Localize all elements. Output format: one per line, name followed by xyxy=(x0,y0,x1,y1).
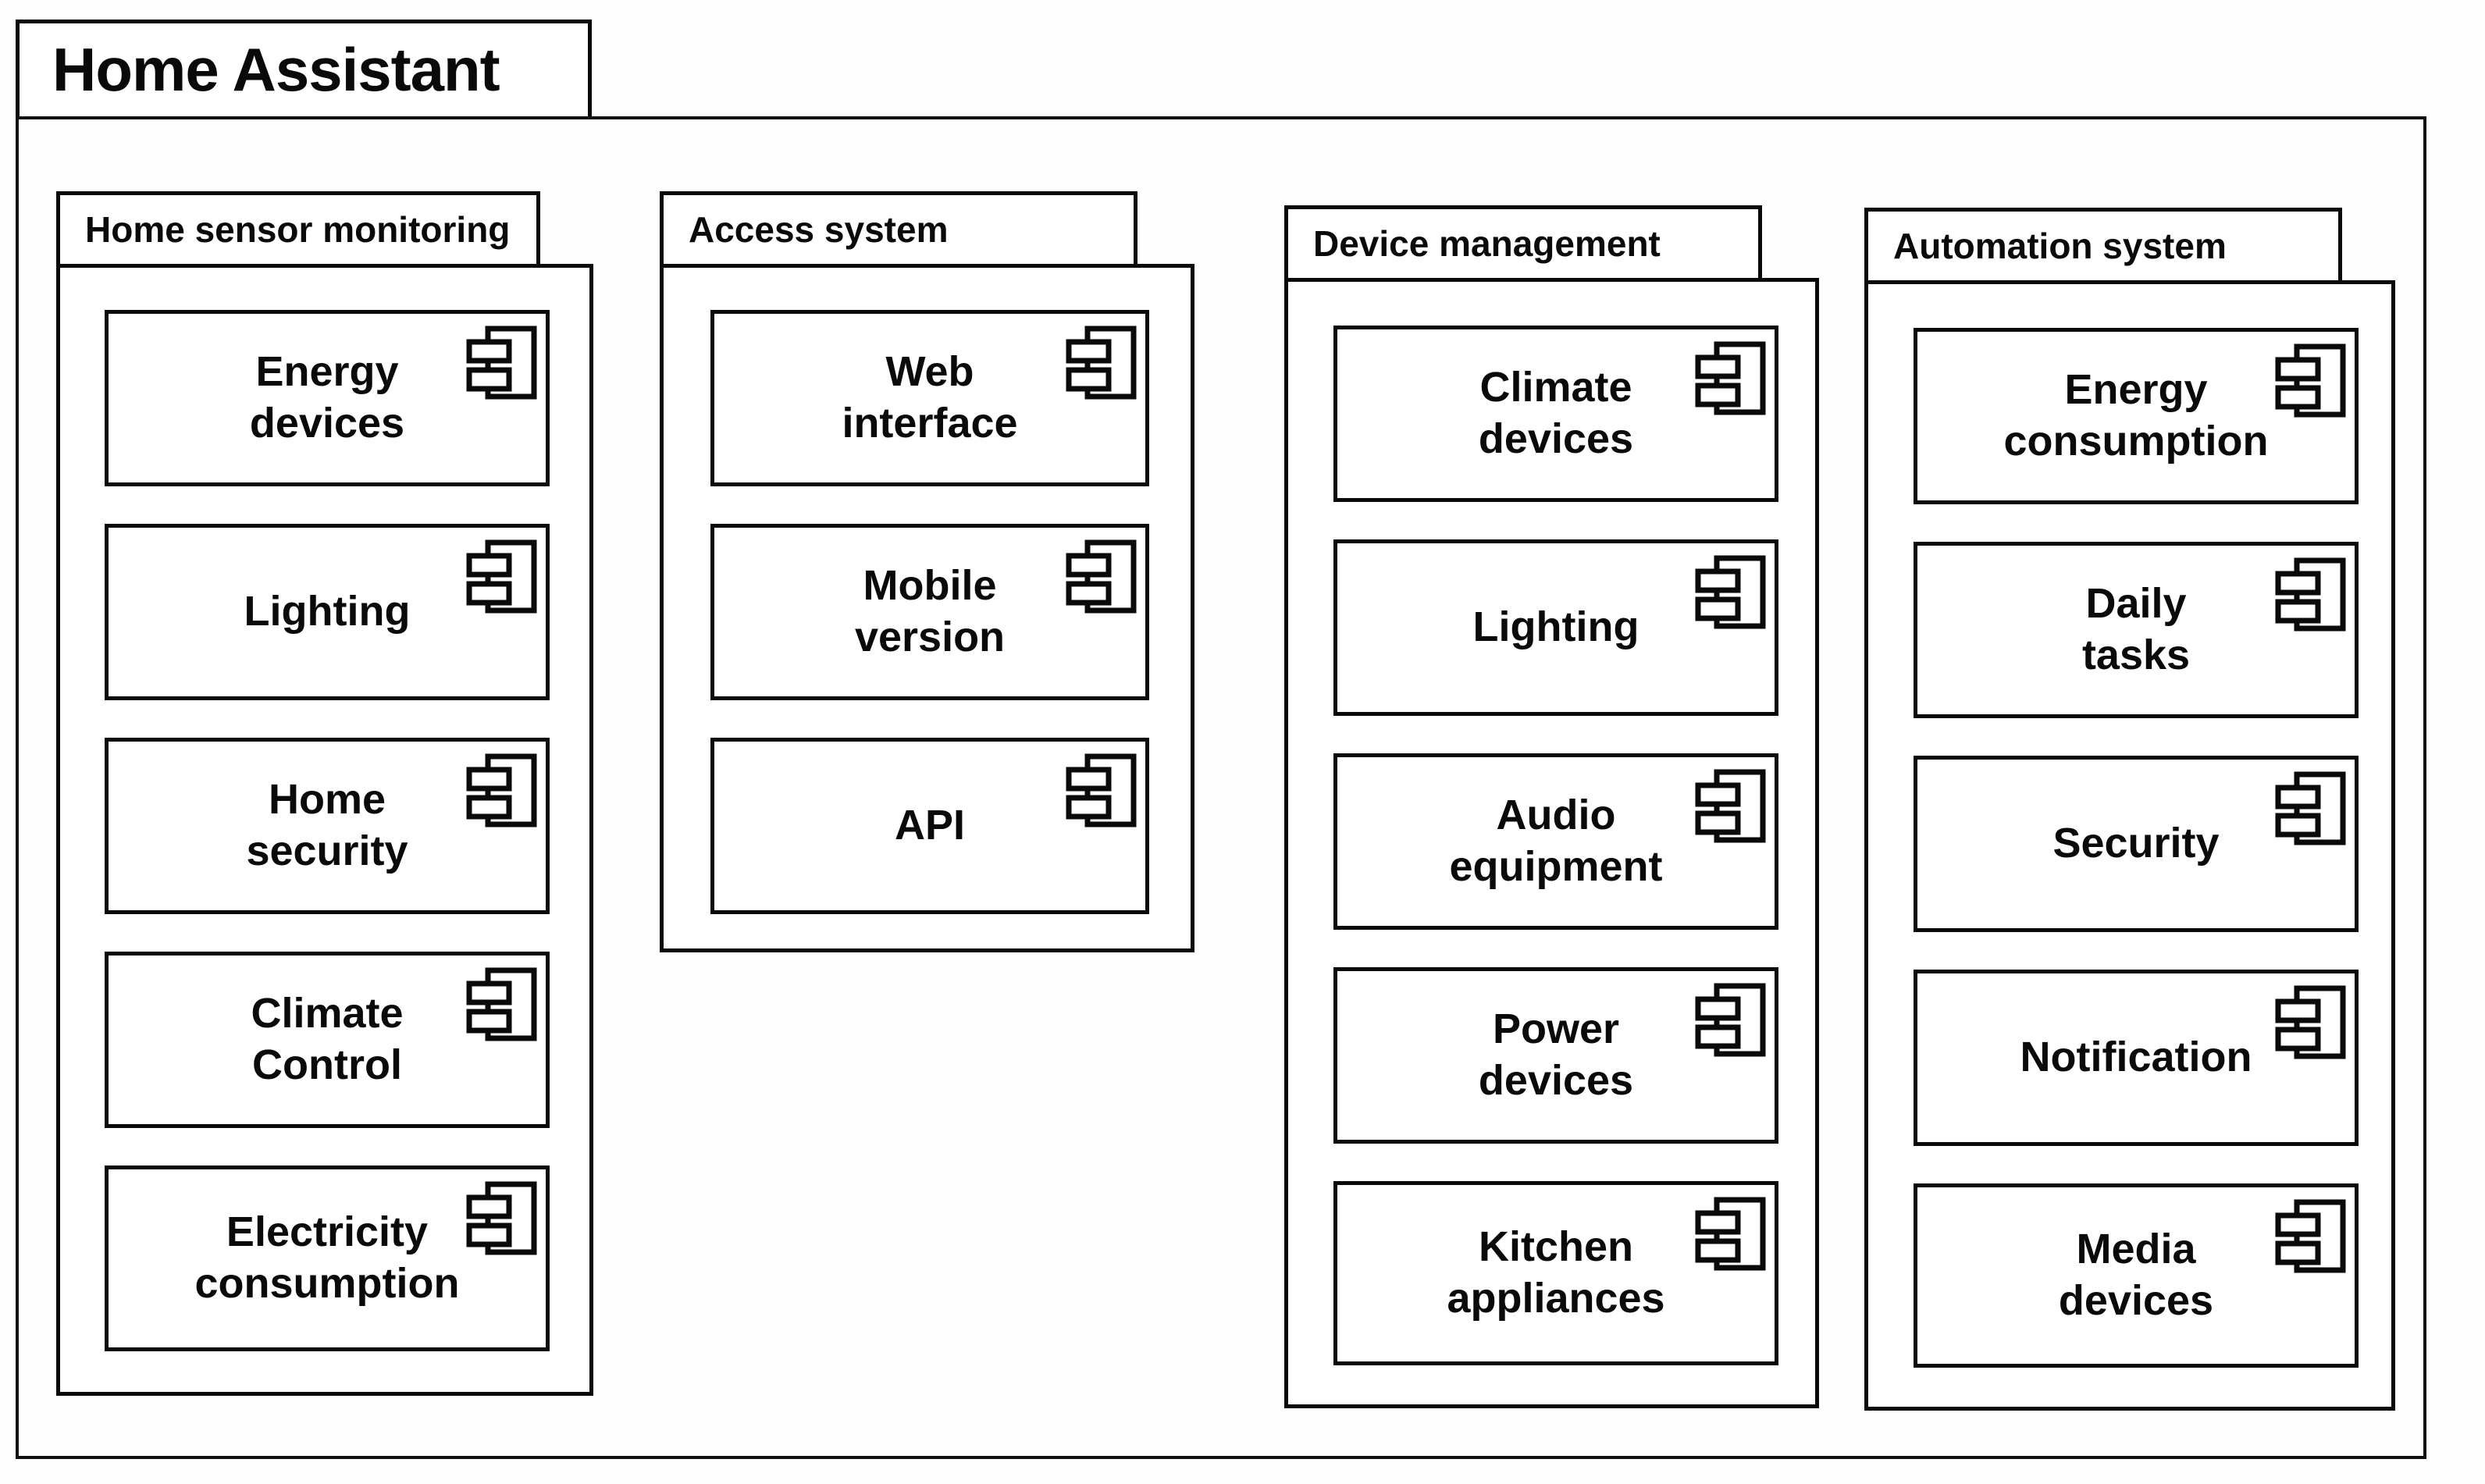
component-label: Daily tasks xyxy=(2081,580,2191,678)
package-label: Home sensor monitoring xyxy=(85,209,511,250)
component-label: Home security xyxy=(246,776,408,874)
component-label: Media devices xyxy=(2058,1226,2214,1324)
package-body-device-management: Climate devices Lighting Audio equipment… xyxy=(1284,278,1819,1408)
component-label: Electricity consumption xyxy=(194,1208,460,1307)
component-label: Power devices xyxy=(1478,1005,1634,1104)
component-kitchen-appliances: Kitchen appliances xyxy=(1333,1181,1778,1365)
component-daily-tasks: Daily tasks xyxy=(1914,542,2359,718)
uml-component-icon xyxy=(1066,326,1137,400)
component-label: Energy devices xyxy=(249,348,405,447)
uml-component-icon xyxy=(466,539,537,614)
uml-component-icon xyxy=(1695,983,1766,1057)
component-home-security: Home security xyxy=(105,738,550,914)
uml-component-icon xyxy=(2275,343,2346,418)
component-label: Lighting xyxy=(244,588,411,635)
uml-component-icon xyxy=(466,967,537,1041)
component-label: Energy consumption xyxy=(2003,366,2269,464)
package-body-home-sensor-monitoring: Energy devices Lighting Home security Cl… xyxy=(56,264,593,1396)
uml-component-icon xyxy=(2275,557,2346,632)
component-label: Mobile version xyxy=(854,562,1006,660)
package-tab-automation-system: Automation system xyxy=(1864,208,2342,280)
package-tab-home-sensor-monitoring: Home sensor monitoring xyxy=(56,191,540,264)
component-security: Security xyxy=(1914,756,2359,932)
package-tab-device-management: Device management xyxy=(1284,205,1762,278)
component-lighting: Lighting xyxy=(105,524,550,700)
component-label: API xyxy=(894,802,966,849)
package-tab-access-system: Access system xyxy=(660,191,1137,264)
component-api: API xyxy=(710,738,1149,914)
uml-component-icon xyxy=(2275,985,2346,1059)
component-energy-consumption: Energy consumption xyxy=(1914,328,2359,504)
component-label: Climate Control xyxy=(251,990,404,1088)
page-title: Home Assistant xyxy=(52,35,500,104)
diagram-title-tab: Home Assistant xyxy=(16,20,592,116)
diagram-frame xyxy=(16,116,2426,1459)
uml-component-icon xyxy=(2275,771,2346,845)
uml-component-icon xyxy=(1695,1197,1766,1271)
component-label: Notification xyxy=(2020,1034,2252,1081)
package-body-access-system: Web interface Mobile version API xyxy=(660,264,1194,952)
package-label: Access system xyxy=(689,209,949,250)
component-label: Climate devices xyxy=(1478,364,1634,462)
component-electricity-consumption: Electricity consumption xyxy=(105,1165,550,1351)
component-label: Lighting xyxy=(1472,603,1639,651)
uml-component-icon xyxy=(1695,341,1766,415)
component-label: Web interface xyxy=(842,348,1018,447)
uml-component-icon xyxy=(1695,555,1766,629)
uml-component-icon xyxy=(466,1181,537,1255)
uml-component-icon xyxy=(1695,769,1766,843)
component-notification: Notification xyxy=(1914,970,2359,1146)
component-media-devices: Media devices xyxy=(1914,1183,2359,1368)
package-label: Automation system xyxy=(1893,226,2227,266)
component-label: Kitchen appliances xyxy=(1447,1223,1665,1322)
component-climate-devices: Climate devices xyxy=(1333,326,1778,502)
uml-component-icon xyxy=(466,753,537,827)
component-power-devices: Power devices xyxy=(1333,967,1778,1144)
component-mobile-version: Mobile version xyxy=(710,524,1149,700)
uml-component-icon xyxy=(1066,539,1137,614)
component-web-interface: Web interface xyxy=(710,310,1149,486)
component-climate-control: Climate Control xyxy=(105,952,550,1128)
uml-component-icon xyxy=(466,326,537,400)
package-label: Device management xyxy=(1313,223,1661,264)
component-label: Security xyxy=(2052,820,2220,867)
package-body-automation-system: Energy consumption Daily tasks Security … xyxy=(1864,280,2395,1411)
uml-component-icon xyxy=(2275,1199,2346,1273)
component-lighting-2: Lighting xyxy=(1333,539,1778,716)
component-label: Audio equipment xyxy=(1449,792,1663,890)
uml-component-icon xyxy=(1066,753,1137,827)
component-audio-equipment: Audio equipment xyxy=(1333,753,1778,930)
component-energy-devices: Energy devices xyxy=(105,310,550,486)
